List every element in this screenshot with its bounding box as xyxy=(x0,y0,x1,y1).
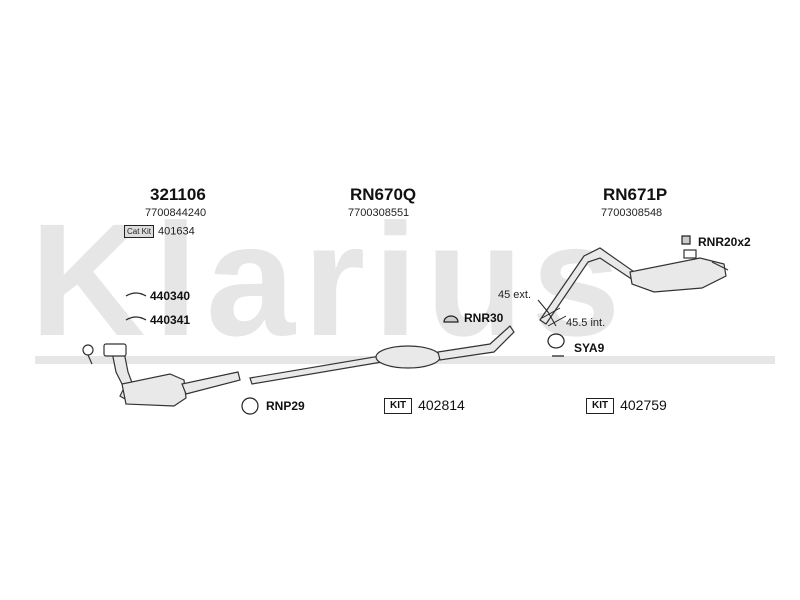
dimension-int-label: 45.5 int. xyxy=(566,317,606,329)
mount-sya9-icon xyxy=(547,333,565,357)
clamp-rnp29-icon xyxy=(241,397,259,415)
hanger-rnr20-icon xyxy=(681,235,691,245)
middle-pipe xyxy=(249,355,383,385)
hanger-rnr30-icon xyxy=(443,315,459,323)
mount-sya9-label: SYA9 xyxy=(574,341,605,355)
clamp-rnp29-label: RNP29 xyxy=(266,399,305,413)
kit-402759-row: KIT 402759 xyxy=(586,397,667,415)
kit-402814-row: KIT 402814 xyxy=(384,397,465,415)
cat-kit-code: 401634 xyxy=(158,225,195,238)
cat-kit-badge: Cat Kit xyxy=(124,225,155,238)
kit-badge: KIT xyxy=(384,398,413,415)
part-number-rn670q: RN670Q xyxy=(350,185,417,204)
hanger-rnr30-label: RNR30 xyxy=(464,311,504,325)
cat-flange xyxy=(103,343,127,357)
gasket-440340-label: 440340 xyxy=(150,289,191,303)
middle-outlet-pipe xyxy=(437,325,515,361)
oem-number-7700308551: 7700308551 xyxy=(348,207,410,219)
catalyst-body xyxy=(121,373,187,407)
gasket-440341-icon xyxy=(125,316,147,321)
part-number-rn671p: RN671P xyxy=(603,185,668,204)
rear-silencer xyxy=(629,257,727,293)
oem-number-7700308548: 7700308548 xyxy=(601,207,663,219)
rear-pipe xyxy=(539,247,641,325)
oem-number-7700844240: 7700844240 xyxy=(145,207,207,219)
kit-code-402759: 402759 xyxy=(620,397,667,413)
dimension-ext-label: 45 ext. xyxy=(498,289,532,301)
kit-badge: KIT xyxy=(586,398,615,415)
gasket-440341-label: 440341 xyxy=(150,313,191,327)
hanger-rnr20-label: RNR20x2 xyxy=(698,235,751,249)
centre-silencer xyxy=(375,345,441,369)
hanger-bracket xyxy=(683,249,697,259)
catalyst-outlet-pipe xyxy=(181,371,241,395)
gasket-440340-icon xyxy=(125,292,147,297)
lambda-sensor-icon xyxy=(82,344,94,356)
part-number-321106: 321106 xyxy=(150,185,206,204)
kit-code-402814: 402814 xyxy=(418,397,465,413)
